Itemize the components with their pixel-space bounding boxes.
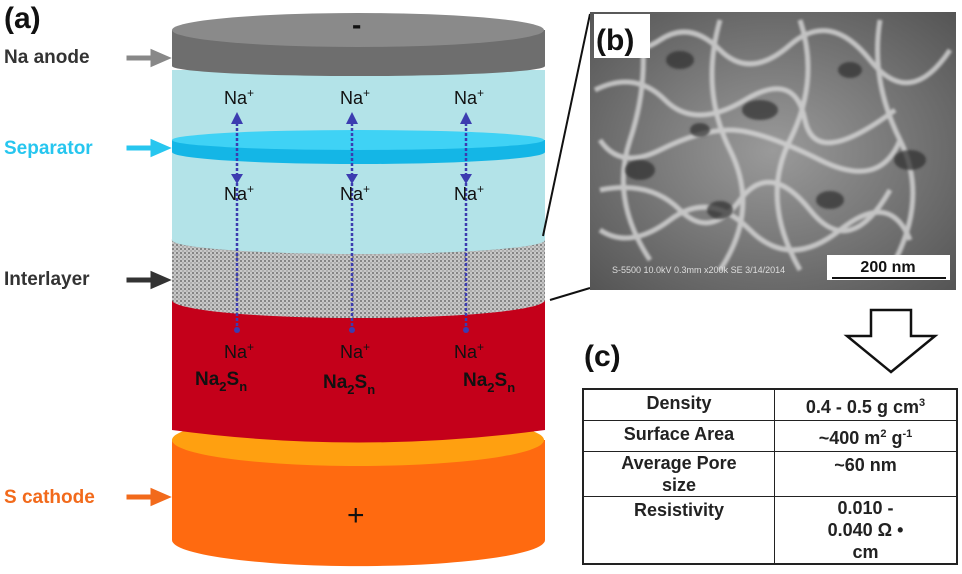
scale-bar-label: 200 nm	[860, 259, 915, 276]
cathode-arrow-icon	[126, 487, 172, 507]
table-row: Surface Area ~400 m2 g-1	[582, 420, 958, 452]
na-ion: Na+	[454, 86, 484, 108]
na-ion: Na+	[340, 182, 370, 204]
s-cathode-label: S cathode	[4, 487, 95, 508]
na-ion: Na+	[340, 86, 370, 108]
interlayer-arrow-icon	[126, 270, 172, 290]
panel-c-label: (c)	[584, 340, 621, 373]
separator-layer	[172, 130, 545, 165]
separator-arrow-icon	[126, 138, 172, 158]
na-ion: Na+	[340, 340, 370, 362]
property-value: ~60 nm	[774, 451, 958, 497]
na2sn: Na2Sn	[323, 372, 375, 397]
na2sn: Na2Sn	[195, 369, 247, 394]
na-anode-layer	[172, 13, 545, 77]
na-ion: Na+	[454, 182, 484, 204]
na-ion: Na+	[454, 340, 484, 362]
sem-image: (b) S-5500 10.0kV 0.3mm x200k SE 3/14/20…	[590, 12, 956, 290]
minus-sign: -	[352, 9, 361, 40]
property-name: Surface Area	[582, 420, 775, 452]
sem-caption: S-5500 10.0kV 0.3mm x200k SE 3/14/2014	[612, 265, 785, 275]
na-ion: Na+	[224, 86, 254, 108]
na-ion: Na+	[224, 182, 254, 204]
table-row: Average Pore size ~60 nm	[582, 451, 958, 497]
separator-label: Separator	[4, 138, 93, 159]
polysulfide-layer	[172, 300, 545, 443]
panel-b-label: (b)	[596, 24, 634, 57]
na-anode-label: Na anode	[4, 47, 90, 68]
property-name: Density	[582, 388, 775, 421]
down-arrow-icon	[843, 308, 939, 374]
zoom-line-top	[542, 13, 591, 237]
anode-arrow-icon	[126, 48, 172, 68]
na-ion: Na+	[224, 340, 254, 362]
property-value: 0.010 - 0.040 Ω • cm	[774, 496, 958, 565]
property-value: ~400 m2 g-1	[774, 420, 958, 452]
properties-table: Density 0.4 - 0.5 g cm3 Surface Area ~40…	[582, 388, 958, 565]
polysulfide-labels: Na2Sn Na2Sn Na2Sn	[195, 369, 515, 397]
na-ion-labels: Na+ Na+ Na+ Na+ Na+ Na+ Na+ Na+ Na+	[224, 86, 484, 362]
plus-sign: +	[347, 499, 365, 532]
property-value: 0.4 - 0.5 g cm3	[774, 388, 958, 421]
panel-a-label: (a)	[4, 2, 41, 35]
property-name: Average Pore size	[582, 451, 775, 497]
property-name: Resistivity	[582, 496, 775, 565]
interlayer-label: Interlayer	[4, 269, 90, 290]
table-row: Resistivity 0.010 - 0.040 Ω • cm	[582, 496, 958, 565]
ion-paths	[235, 118, 468, 330]
table-row: Density 0.4 - 0.5 g cm3	[582, 388, 958, 421]
ion-arrowheads	[231, 112, 472, 333]
zoom-line-bottom	[549, 287, 591, 301]
na2sn: Na2Sn	[463, 370, 515, 395]
